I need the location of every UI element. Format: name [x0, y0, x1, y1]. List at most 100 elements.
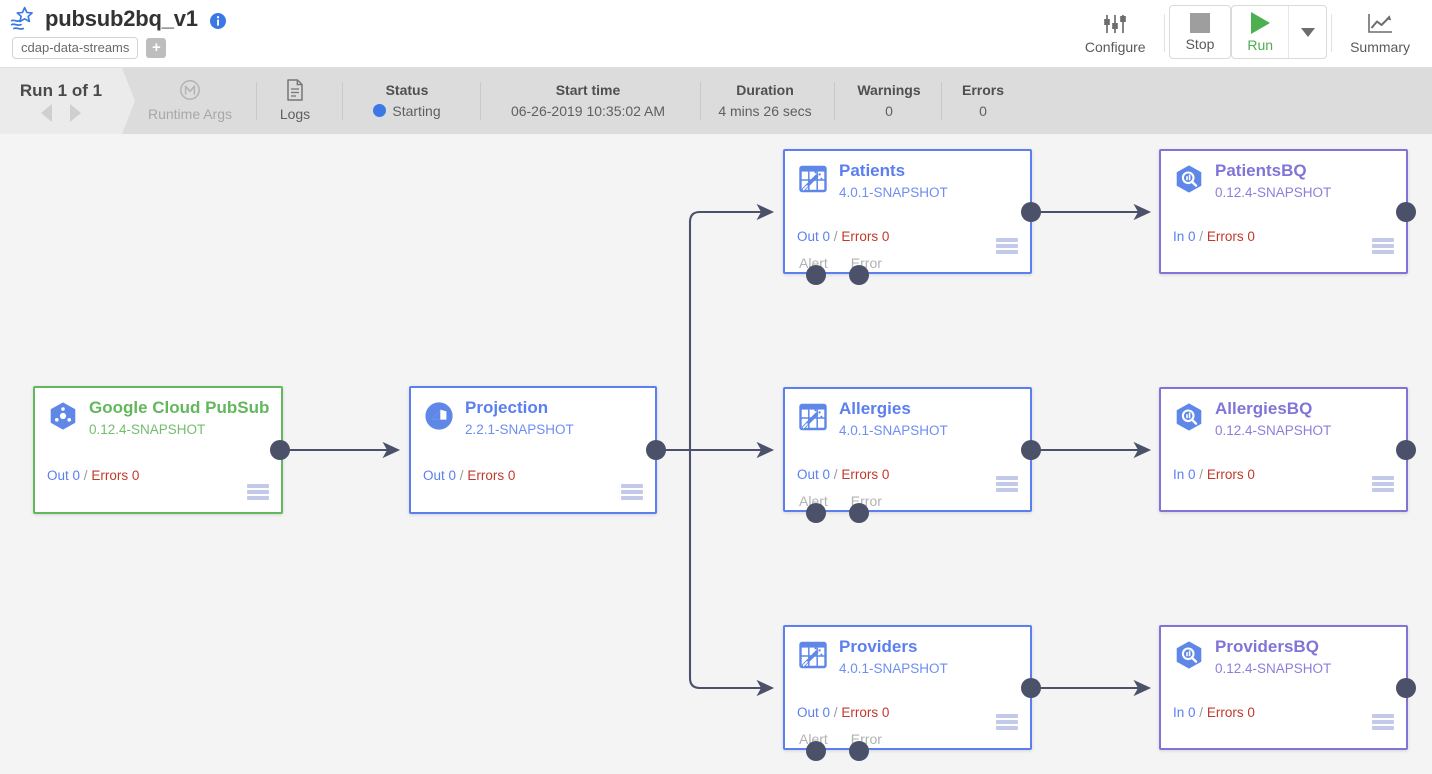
run-dropdown-button[interactable] [1288, 6, 1326, 58]
node-metrics: In 0 / Errors 0 [1173, 229, 1255, 245]
tag-row: cdap-data-streams + [12, 37, 167, 59]
metric-separator: / [833, 229, 838, 244]
node-allergies[interactable]: Allergies 4.0.1-SNAPSHOT Out 0 / Errors … [783, 387, 1032, 512]
port-alert-allergies[interactable] [806, 503, 826, 523]
logs-cell[interactable]: Logs [262, 68, 328, 134]
metric-errors: Errors 0 [91, 468, 140, 483]
node-metrics: In 0 / Errors 0 [1173, 705, 1255, 721]
port-alert-patients[interactable] [806, 265, 826, 285]
port-alert-providers[interactable] [806, 741, 826, 761]
toolbar-divider [1163, 14, 1165, 52]
pipeline-canvas[interactable]: Google Cloud PubSub 0.12.4-SNAPSHOT Out … [0, 134, 1432, 774]
connection-wires [288, 203, 1152, 697]
node-title-block: Google Cloud PubSub 0.12.4-SNAPSHOT [89, 398, 269, 439]
start-time-heading: Start time [555, 82, 621, 98]
node-menu-icon[interactable] [1372, 476, 1394, 492]
node-menu-icon[interactable] [996, 714, 1018, 730]
stop-button[interactable]: Stop [1168, 5, 1232, 59]
metric-in: In 0 [1173, 467, 1196, 482]
node-title-block: PatientsBQ 0.12.4-SNAPSHOT [1215, 161, 1331, 202]
run-button[interactable]: Run [1232, 6, 1288, 58]
run-count-label: Run 1 of 1 [19, 80, 103, 100]
errors-value: 0 [979, 103, 987, 119]
chevron-right-icon[interactable] [70, 103, 81, 122]
node-version: 4.0.1-SNAPSHOT [839, 423, 948, 438]
wrangler-icon [799, 403, 827, 431]
tag-chip[interactable]: cdap-data-streams [12, 37, 139, 59]
node-header: PatientsBQ 0.12.4-SNAPSHOT [1173, 161, 1331, 202]
info-icon[interactable] [209, 12, 226, 29]
node-title-block: ProvidersBQ 0.12.4-SNAPSHOT [1215, 637, 1331, 678]
node-menu-icon[interactable] [247, 484, 269, 500]
node-metrics: Out 0 / Errors 0 [423, 468, 515, 484]
metric-in: In 0 [1173, 705, 1196, 720]
chevron-left-icon[interactable] [41, 103, 52, 122]
metric-in: In 0 [1173, 229, 1196, 244]
configure-button[interactable]: Configure [1071, 4, 1160, 62]
run-selector: Run 1 of 1 [0, 68, 135, 134]
node-metrics: In 0 / Errors 0 [1173, 467, 1255, 483]
port-out-projection[interactable] [646, 440, 666, 460]
warnings-cell: Warnings 0 [840, 68, 938, 134]
status-heading: Status [385, 82, 429, 98]
node-projection[interactable]: Projection 2.2.1-SNAPSHOT Out 0 / Errors… [409, 386, 657, 514]
metric-out: Out 0 [797, 705, 831, 720]
warnings-heading: Warnings [857, 82, 921, 98]
statusbar-divider-3 [480, 82, 481, 120]
node-menu-icon[interactable] [621, 484, 643, 500]
node-menu-icon[interactable] [1372, 238, 1394, 254]
node-patientsbq[interactable]: PatientsBQ 0.12.4-SNAPSHOT In 0 / Errors… [1159, 149, 1408, 274]
node-menu-icon[interactable] [996, 238, 1018, 254]
stop-label: Stop [1185, 36, 1215, 52]
port-error-patients[interactable] [849, 265, 869, 285]
runtime-args-label: Runtime Args [147, 106, 233, 122]
node-name: Google Cloud PubSub [89, 398, 270, 417]
node-patients[interactable]: Patients 4.0.1-SNAPSHOT Out 0 / Errors 0… [783, 149, 1032, 274]
statusbar-divider-4 [700, 82, 701, 120]
node-metrics: Out 0 / Errors 0 [47, 468, 139, 484]
status-badge: Starting [373, 101, 441, 121]
errors-cell: Errors 0 [947, 68, 1019, 134]
errors-heading: Errors [961, 82, 1005, 98]
node-menu-icon[interactable] [1372, 714, 1394, 730]
toolbar: Configure Stop Run Summary [1071, 4, 1424, 62]
port-out-allergiesbq[interactable] [1396, 440, 1416, 460]
node-metrics: Out 0 / Errors 0 [797, 229, 889, 245]
metric-errors: Errors 0 [1206, 705, 1255, 720]
node-metrics: Out 0 / Errors 0 [797, 705, 889, 721]
node-providers[interactable]: Providers 4.0.1-SNAPSHOT Out 0 / Errors … [783, 625, 1032, 750]
node-allergiesbq[interactable]: AllergiesBQ 0.12.4-SNAPSHOT In 0 / Error… [1159, 387, 1408, 512]
node-title-block: Allergies 4.0.1-SNAPSHOT [839, 399, 948, 440]
node-name: Providers [839, 637, 918, 656]
statusbar-divider-6 [941, 82, 942, 120]
port-out-patientsbq[interactable] [1396, 202, 1416, 222]
port-error-allergies[interactable] [849, 503, 869, 523]
port-out-providers[interactable] [1021, 678, 1041, 698]
bigquery-icon [1176, 641, 1202, 669]
node-version: 0.12.4-SNAPSHOT [89, 422, 206, 437]
node-name: Projection [465, 398, 549, 417]
node-name: AllergiesBQ [1215, 399, 1313, 418]
port-out-pubsub[interactable] [270, 440, 290, 460]
runtime-args-cell[interactable]: Runtime Args [136, 68, 244, 134]
node-name: PatientsBQ [1215, 161, 1307, 180]
port-error-providers[interactable] [849, 741, 869, 761]
add-tag-button[interactable]: + [146, 38, 167, 58]
node-providersbq[interactable]: ProvidersBQ 0.12.4-SNAPSHOT In 0 / Error… [1159, 625, 1408, 750]
node-google-cloud-pubsub[interactable]: Google Cloud PubSub 0.12.4-SNAPSHOT Out … [33, 386, 283, 514]
node-header: Patients 4.0.1-SNAPSHOT [797, 161, 948, 202]
port-out-patients[interactable] [1021, 202, 1041, 222]
node-menu-icon[interactable] [996, 476, 1018, 492]
summary-button[interactable]: Summary [1336, 4, 1424, 62]
duration-heading: Duration [736, 82, 794, 98]
port-out-providersbq[interactable] [1396, 678, 1416, 698]
port-out-allergies[interactable] [1021, 440, 1041, 460]
page-title: pubsub2bq_v1 [45, 6, 198, 31]
node-version: 4.0.1-SNAPSHOT [839, 185, 948, 200]
metric-errors: Errors 0 [841, 229, 890, 244]
configure-label: Configure [1084, 39, 1146, 55]
run-button-group: Run [1231, 5, 1328, 59]
pipeline-star-icon [10, 6, 33, 30]
projection-icon [425, 402, 453, 430]
metric-errors: Errors 0 [1206, 229, 1255, 244]
